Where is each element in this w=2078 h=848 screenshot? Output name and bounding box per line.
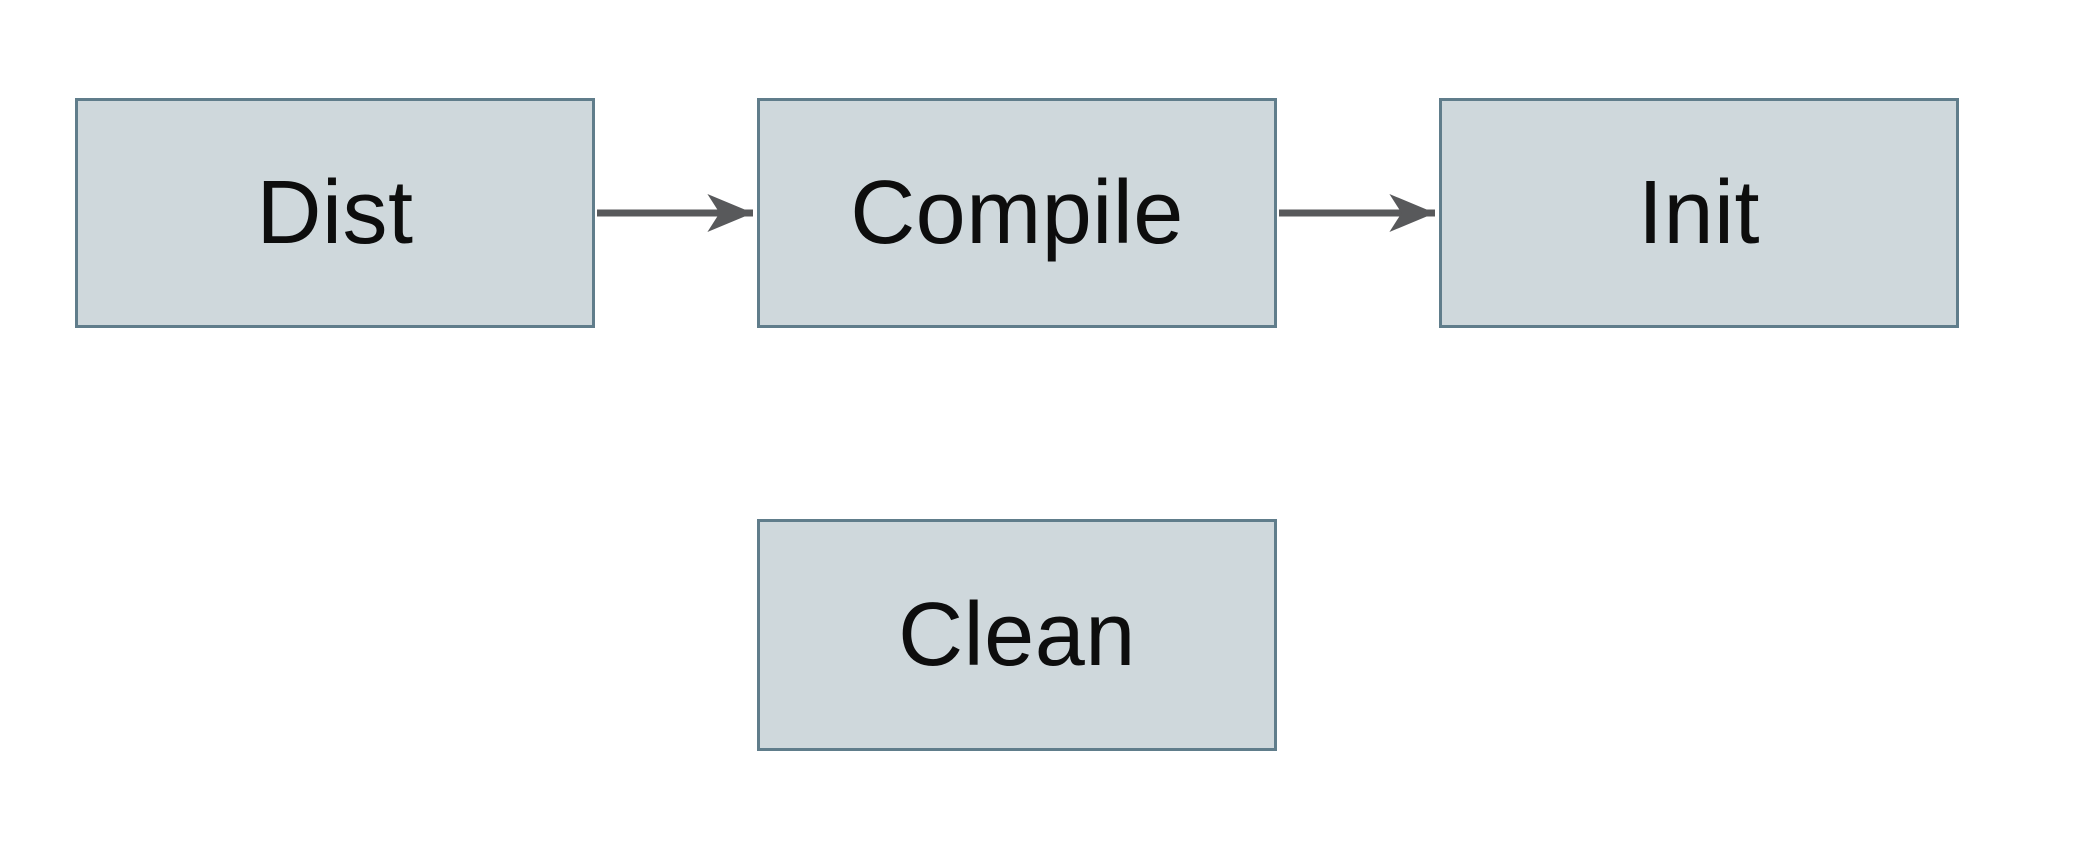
node-dist-label: Dist [256, 163, 414, 263]
node-compile-label: Compile [850, 163, 1184, 263]
node-clean: Clean [757, 519, 1277, 751]
node-init-label: Init [1637, 163, 1761, 263]
node-init: Init [1439, 98, 1959, 328]
node-clean-label: Clean [898, 585, 1136, 685]
node-compile: Compile [757, 98, 1277, 328]
node-dist: Dist [75, 98, 595, 328]
